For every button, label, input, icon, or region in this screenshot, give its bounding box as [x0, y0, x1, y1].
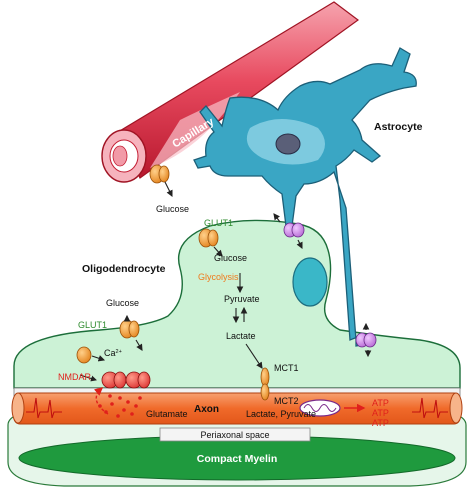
action-potential-left [26, 397, 62, 419]
astrocyte-channel-right [355, 332, 377, 348]
calcium-label: Ca2+ [104, 348, 122, 358]
action-potential-right [412, 397, 448, 419]
glutamate-label: Glutamate [146, 409, 188, 419]
astrocyte-channel-top [283, 222, 305, 238]
lactate-pyruvate-label: Lactate, Pyruvate [246, 409, 316, 419]
glucose-mid-label: Glucose [214, 253, 247, 263]
atp-label-2: ATP [372, 408, 389, 418]
glut1-transporter-left [119, 319, 140, 339]
mct2-label: MCT2 [274, 396, 299, 406]
lactate-label: Lactate [226, 331, 256, 341]
myelin-label: Compact Myelin [197, 453, 278, 465]
calcium-transporter [76, 346, 92, 364]
glut1-left-label: GLUT1 [78, 320, 107, 330]
glut1-transporter-top [198, 228, 219, 248]
periaxonal-label: Periaxonal space [200, 430, 269, 440]
oligodendrocyte-cell [13, 219, 461, 389]
glycolysis-label: Glycolysis [198, 272, 239, 282]
astrocyte-label: Astrocyte [374, 121, 423, 133]
nmda-receptor-2 [125, 371, 151, 389]
nmda-receptor-1 [101, 371, 127, 389]
mct2-transporter [260, 383, 270, 401]
glut1-top-label: GLUT1 [204, 218, 233, 228]
glucose-top-label: Glucose [156, 204, 189, 214]
pathway-arrows [91, 181, 372, 369]
nmdar-label: NMDAR [58, 372, 91, 382]
glut1-transporter-capillary [149, 164, 170, 184]
oligodendrocyte-nucleus [292, 257, 328, 307]
periaxonal-label-box [159, 427, 311, 442]
mct1-transporter [260, 367, 270, 387]
astrocyte-cell [193, 47, 417, 347]
pyruvate-label: Pyruvate [224, 294, 260, 304]
oligodendrocyte-label: Oligodendrocyte [82, 263, 166, 275]
glucose-left-label: Glucose [106, 298, 139, 308]
mct1-label: MCT1 [274, 363, 299, 373]
atp-label-1: ATP [372, 398, 389, 408]
capillary-vessel [101, 1, 360, 183]
nmdar-arrow [79, 374, 97, 382]
mitochondrion [299, 399, 341, 417]
axon-label: Axon [194, 404, 219, 415]
astrocyte-nucleus [275, 133, 301, 155]
atp-label-3: ATP [372, 418, 389, 428]
axon-tube [11, 392, 463, 425]
